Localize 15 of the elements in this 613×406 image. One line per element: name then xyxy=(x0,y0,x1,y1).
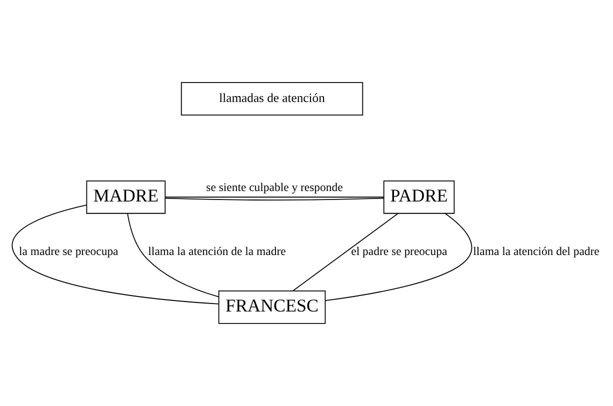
node-box: MADRE xyxy=(86,180,166,214)
connector xyxy=(325,213,472,302)
connector xyxy=(127,213,220,298)
edge-label: se siente culpable y responde xyxy=(206,181,343,194)
node-box: FRANCESC xyxy=(218,290,326,324)
node-box: llamadas de atención xyxy=(180,82,364,116)
edge-label: el padre se preocupa xyxy=(351,245,448,258)
edge-label: llama la atención del padre xyxy=(473,245,600,258)
connector xyxy=(12,204,220,304)
connector xyxy=(165,196,384,198)
node-box: PADRE xyxy=(383,180,455,214)
connector xyxy=(292,213,398,292)
edge-label: llama la atención de la madre xyxy=(148,245,286,258)
connector xyxy=(164,198,384,201)
edge-label: la madre se preocupa xyxy=(19,245,118,258)
